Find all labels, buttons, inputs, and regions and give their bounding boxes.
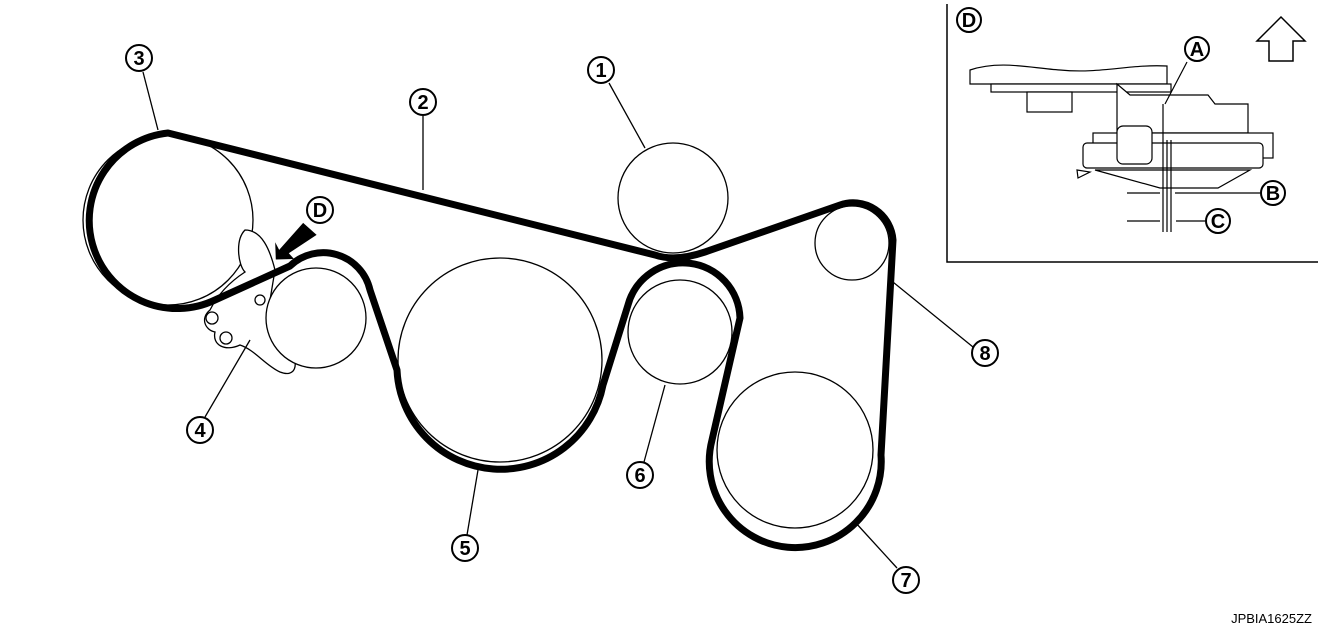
inset-title: D: [962, 10, 976, 32]
callout-7: 7: [892, 566, 920, 594]
callout-3: 3: [125, 44, 153, 72]
pulley-6: [627, 279, 733, 385]
pulley-8: [814, 205, 890, 281]
pulley-5: [397, 257, 603, 463]
pulley-1: [617, 142, 729, 254]
view-d-arrow: [275, 222, 317, 260]
callout-7-text: 7: [900, 570, 911, 592]
callout-4: 4: [186, 416, 214, 444]
callout-5: 5: [451, 534, 479, 562]
callout-2: 2: [409, 88, 437, 116]
figure-code: JPBIA1625ZZ: [1231, 611, 1312, 626]
callout-view-d-text: D: [313, 200, 327, 222]
tensioner-bolt-3: [254, 294, 266, 306]
up-arrow-icon: [1255, 15, 1307, 62]
callout-6-text: 6: [634, 465, 645, 487]
pulley-4: [265, 267, 367, 369]
inset-label-b: B: [1266, 183, 1280, 205]
callout-6: 6: [626, 461, 654, 489]
callout-8-text: 8: [979, 343, 990, 365]
pulley-7: [716, 371, 874, 529]
tensioner-bolt-2: [219, 331, 233, 345]
drive-belt: [85, 129, 897, 551]
callout-1-text: 1: [595, 60, 606, 82]
callout-view-d: D: [306, 196, 334, 224]
callout-5-text: 5: [459, 538, 470, 560]
callout-8: 8: [971, 339, 999, 367]
inset-label-a: A: [1190, 39, 1204, 61]
callout-2-text: 2: [417, 92, 428, 114]
inset-view-d: D A B C: [946, 4, 1318, 263]
callout-1: 1: [587, 56, 615, 84]
tensioner-bolt-1: [205, 311, 219, 325]
callout-4-text: 4: [194, 420, 206, 442]
callout-3-text: 3: [133, 48, 144, 70]
inset-label-c: C: [1211, 211, 1225, 233]
